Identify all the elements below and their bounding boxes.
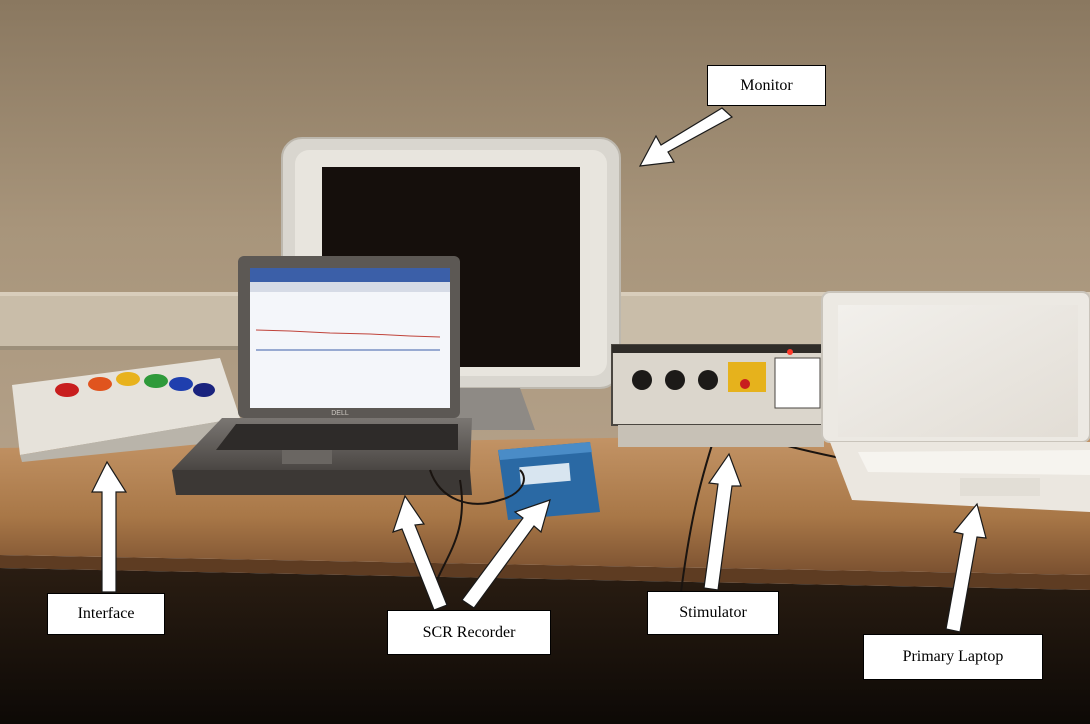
- annotation-arrows: [91, 107, 987, 633]
- monitor-arrow: [638, 107, 734, 167]
- primary-laptop-arrow: [945, 502, 987, 633]
- orange-button: [88, 377, 112, 391]
- dell-laptop: DELL: [172, 256, 472, 495]
- blue-button: [169, 377, 193, 391]
- scr-recorder-arrow-right: [461, 499, 551, 609]
- interface-box: [12, 358, 240, 462]
- navy-button: [193, 383, 215, 397]
- scr-recorder-device: [498, 442, 600, 520]
- primary-laptop-label: Primary Laptop: [863, 634, 1043, 680]
- primary-laptop: [821, 291, 1090, 512]
- yellow-button: [116, 372, 140, 386]
- interface-label: Interface: [47, 593, 165, 635]
- scr-recorder-arrow-left: [392, 494, 448, 611]
- red-button: [55, 383, 79, 397]
- laptop-brand: DELL: [331, 410, 349, 417]
- stimulator-device: [611, 344, 831, 447]
- interface-arrow: [91, 460, 128, 593]
- stimulator-label: Stimulator: [647, 591, 779, 635]
- green-button: [144, 374, 168, 388]
- scr-recorder-label: SCR Recorder: [387, 610, 551, 655]
- monitor-label: Monitor: [707, 65, 826, 106]
- stimulator-arrow: [703, 452, 742, 591]
